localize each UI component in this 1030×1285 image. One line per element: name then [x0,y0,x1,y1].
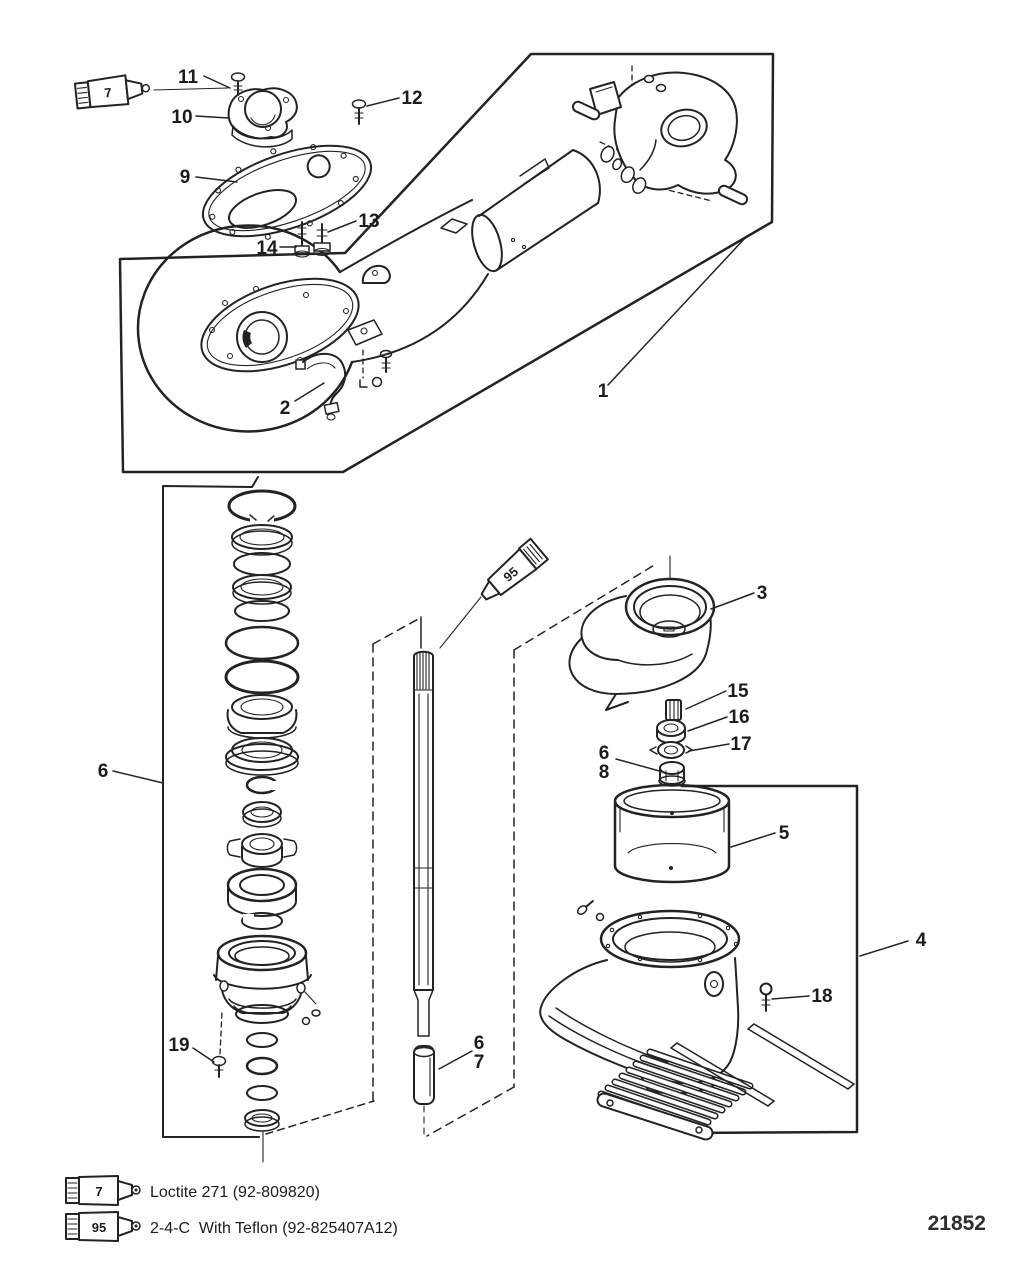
screw-12-part [351,99,367,125]
legend-loctite-text: Loctite 271 (92-809820) [150,1184,320,1201]
legend-tube-7-icon: 7 [65,1175,141,1206]
callout-7-shaft-label: 7 [474,1052,485,1073]
callout-6-nut-label: 6 [599,743,610,764]
callout-18-label: 18 [811,986,832,1007]
grease-tube-95-icon: 95 [439,537,549,649]
callout-4-label: 4 [916,930,927,951]
driveshaft-housing-part [136,149,601,433]
tie-rods [670,1023,855,1107]
callout-6-shaft-label: 6 [474,1033,485,1054]
impeller-part [568,555,716,711]
callout-17-label: 17 [730,734,751,755]
legend-tube-95-label: 95 [92,1220,106,1235]
tube-95-leader-line [439,596,482,649]
grease-tube-7-icon: 7 [73,74,151,110]
seal-bearing-stack [213,489,321,1163]
intake-grate-part [596,1048,754,1141]
plate-9-part [201,144,373,240]
drawing-number: 21852 [928,1212,986,1235]
callout-9-label: 9 [180,167,191,188]
callout-12-label: 12 [401,88,422,109]
callout-leader-lines [112,75,909,1070]
callout-1-label: 1 [598,381,609,402]
bolt-13-part [313,223,331,257]
bolt-14-part [294,221,310,258]
screw-11-part [230,72,246,96]
drive-key-15-part [665,699,682,721]
tab-washer-17-part [649,741,693,759]
clamp-bracket-assembly [571,65,749,206]
frame-box-driveshaft-housing [118,52,775,474]
nut-6-8-part [658,761,686,787]
frame-box-seal-stack [162,476,375,1138]
tube-7-leader-line [153,87,229,91]
frame-box-pump-housing [680,784,859,1135]
callout-11-label: 11 [178,67,199,88]
callout-2-label: 2 [280,398,291,419]
callout-15-label: 15 [727,681,749,702]
liner-part [613,783,731,884]
legend-tube-95-icon: 95 [65,1211,141,1242]
legend-teflon-text: 2-4-C With Teflon (92-825407A12) [150,1220,398,1237]
screw-18-part [759,982,773,1012]
tube-7-top-label: 7 [104,85,113,101]
callout-labels: 11 10 12 9 13 14 1 2 6 19 3 15 16 17 6 8… [98,67,927,1073]
callout-3-label: 3 [757,583,768,604]
legend-tube-7-label: 7 [95,1184,102,1199]
washer-stack-16-part [656,719,686,744]
callout-5-label: 5 [779,823,790,844]
callout-8-label: 8 [599,762,610,783]
legend: 7 95 Loctite 271 (92-809820) 2-4-C With … [65,1175,398,1242]
callout-13-label: 13 [358,211,379,232]
driveshaft-part [413,650,434,1037]
callout-16-label: 16 [728,707,749,728]
callout-14-label: 14 [256,238,278,259]
callout-10-label: 10 [171,107,192,128]
dashed-alignment-lines [372,563,657,1137]
callout-6-stack-label: 6 [98,761,109,782]
callout-19-label: 19 [168,1035,189,1056]
adapter-10-part [227,87,298,148]
sleeve-6-7-part [413,1045,435,1139]
screw-19-part [211,1011,227,1078]
